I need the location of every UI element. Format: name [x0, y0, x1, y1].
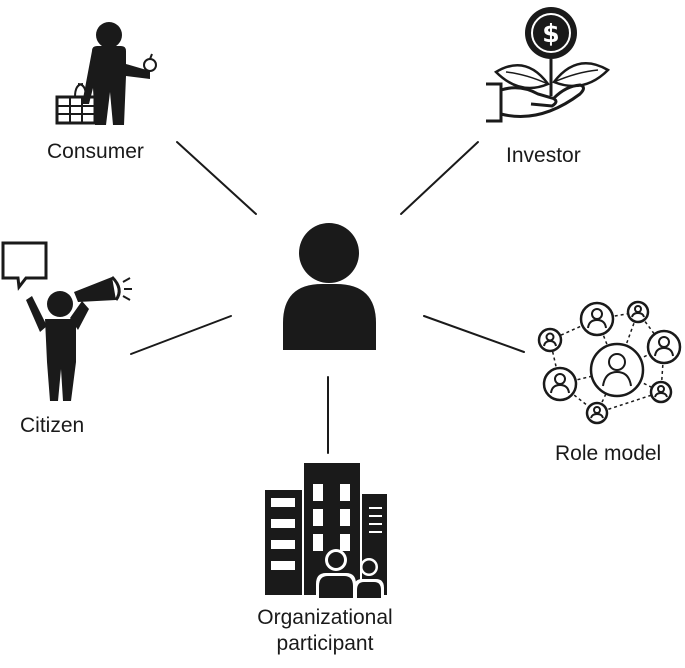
consumer-label: Consumer	[47, 140, 144, 163]
svg-text:$: $	[542, 19, 559, 48]
citizen-megaphone-icon	[1, 241, 132, 401]
connector-role-model	[423, 315, 525, 353]
investor-label: Investor	[506, 144, 581, 167]
consumer-basket-icon	[55, 22, 157, 125]
role-model-label: Role model	[555, 442, 662, 465]
connector-investor	[400, 141, 479, 215]
connector-citizen	[130, 315, 232, 355]
role-model-network-icon	[537, 300, 682, 425]
citizen-label: Citizen	[20, 414, 85, 437]
organizational-label-line2: participant	[276, 632, 374, 655]
organizational-participant-label: Organizational participant	[200, 605, 450, 657]
investor-money-plant-icon: $	[486, 7, 611, 123]
organizational-label-line1: Organizational	[257, 606, 393, 629]
organization-buildings-icon	[265, 463, 387, 598]
person-icon	[283, 223, 376, 350]
connector-consumer	[176, 141, 257, 215]
